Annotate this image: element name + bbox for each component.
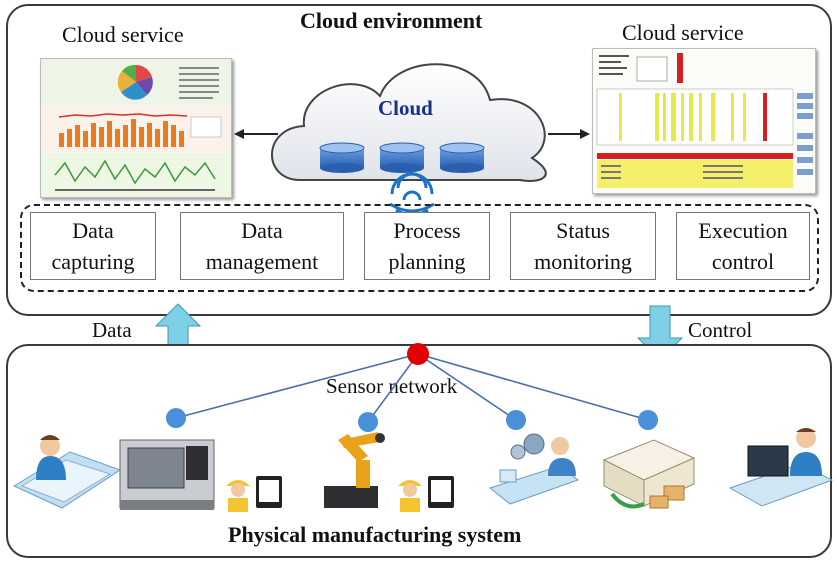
database-icon — [439, 142, 485, 173]
sensor-hub-node — [407, 343, 429, 365]
monitoring-ui-thumbnail — [593, 49, 815, 193]
service-status-monitoring: Status monitoring — [510, 212, 656, 280]
database-icon — [379, 142, 425, 173]
cloud-services-group — [20, 204, 819, 292]
robot-arm-icon — [324, 432, 385, 508]
service-line2: capturing — [51, 249, 135, 274]
sensor-network-label: Sensor network — [326, 374, 458, 398]
tablet-icon — [256, 476, 282, 508]
sensor-node — [166, 408, 186, 428]
service-data-management: Data management — [180, 212, 344, 280]
worker-icon — [226, 480, 250, 512]
conveyor-icon — [488, 433, 580, 505]
computer-user-icon — [728, 428, 834, 507]
service-line1: Data — [241, 218, 283, 243]
sensor-node — [506, 410, 526, 430]
cloud-label: Cloud — [378, 96, 433, 120]
database-icon — [319, 142, 365, 173]
cloud-environment-title: Cloud environment — [300, 8, 483, 33]
wifi-icon — [390, 172, 434, 201]
control-arrow-label: Control — [688, 318, 753, 342]
right-cloud-service-title: Cloud service — [622, 20, 744, 45]
service-line2: management — [205, 249, 319, 274]
cnc-machine-icon — [119, 439, 215, 510]
service-line1: Status — [556, 218, 610, 243]
delivery-truck-icon — [602, 439, 696, 509]
service-line1: Process — [393, 218, 461, 243]
cloud-to-right-service-arrow — [548, 129, 590, 139]
service-data-capturing: Data capturing — [30, 212, 156, 280]
service-line2: monitoring — [534, 249, 632, 274]
tablet-icon — [428, 476, 454, 508]
worker-icon — [398, 480, 422, 512]
right-cloud-service-screenshot — [592, 48, 816, 194]
service-execution-control: Execution control — [676, 212, 810, 280]
line-chart-icon — [54, 159, 216, 185]
left-cloud-service-title: Cloud service — [62, 22, 184, 47]
sensor-node — [358, 412, 378, 432]
service-process-planning: Process planning — [364, 212, 490, 280]
left-cloud-service-screenshot — [40, 58, 232, 198]
dashboard-charts-thumbnail — [41, 59, 231, 197]
sensor-node — [638, 410, 658, 430]
service-line1: Execution — [698, 218, 788, 243]
person-icon — [12, 435, 122, 509]
cloud-to-left-service-arrow — [234, 129, 278, 139]
data-arrow-label: Data — [92, 318, 132, 342]
service-line1: Data — [72, 218, 114, 243]
physical-system-title: Physical manufacturing system — [228, 522, 522, 547]
pie-chart-icon — [117, 64, 153, 100]
bar-chart-icon — [59, 119, 184, 147]
service-line2: control — [711, 249, 775, 274]
service-line2: planning — [388, 249, 466, 274]
